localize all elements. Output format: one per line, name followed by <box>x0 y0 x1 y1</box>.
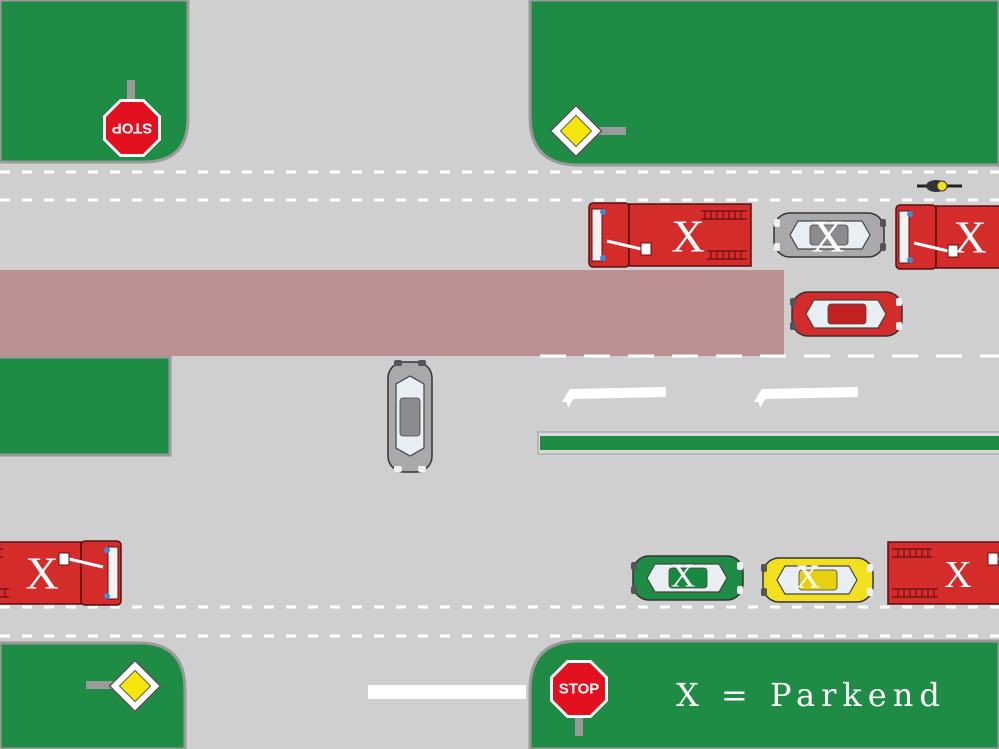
legend-text: X = Parkend <box>676 676 946 714</box>
stop-sign-bottom-right-text: STOP <box>559 681 600 698</box>
bus-lane <box>0 270 784 356</box>
stop-sign-bottom-right: STOP <box>550 660 608 736</box>
parked-marker: X <box>671 211 704 262</box>
cyclist <box>917 180 962 192</box>
fire-truck-bottom-left: X <box>0 539 123 607</box>
fire-truck-top-center: X <box>587 201 753 269</box>
parked-marker: X <box>796 559 821 596</box>
priority-sign-top-right <box>549 104 626 158</box>
yellow-car-bottom: X <box>760 557 874 603</box>
red-car-middle <box>789 291 903 337</box>
fire-truck-bottom-right: X <box>886 539 999 607</box>
median-strip-right-green <box>540 436 999 450</box>
median-island-left <box>0 355 172 457</box>
parked-marker: X <box>811 211 844 262</box>
parked-marker: X <box>25 548 58 599</box>
turn-arrow-left-2 <box>754 387 858 408</box>
silver-car-crossing <box>387 359 433 473</box>
parked-marker: X <box>671 558 696 595</box>
priority-sign-bottom-left <box>86 659 162 713</box>
turn-arrow-left-1 <box>562 387 666 408</box>
stop-sign-top-left: STOP <box>103 80 161 157</box>
parked-marker: X <box>944 554 971 596</box>
grass-top-right <box>528 0 999 167</box>
fire-truck-top-right: X <box>894 203 999 271</box>
grass-bottom-right <box>528 639 999 749</box>
silver-car-top: X <box>773 211 887 262</box>
stop-line <box>368 685 526 699</box>
lane-markings <box>0 170 999 638</box>
stop-sign-top-left-text: STOP <box>112 120 153 137</box>
grass-bottom-left <box>0 641 187 749</box>
parked-marker: X <box>953 212 986 263</box>
green-car-bottom: X <box>630 555 744 601</box>
